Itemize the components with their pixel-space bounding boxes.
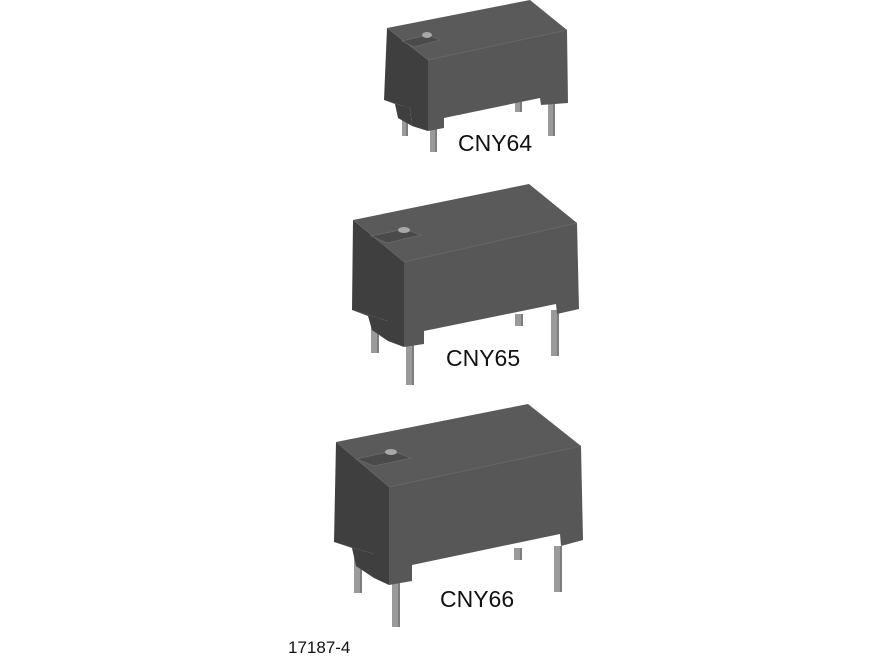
aperture-window-icon — [398, 227, 410, 233]
pin-shade — [553, 102, 555, 136]
package-label-cny66: CNY66 — [440, 586, 515, 612]
pin-4 — [554, 546, 562, 592]
pin-4 — [548, 102, 555, 136]
body-top-face — [336, 404, 581, 487]
pin-shade — [412, 340, 414, 385]
aperture-window-icon — [422, 32, 432, 38]
body-left-face — [334, 442, 389, 585]
body-top-face — [353, 184, 577, 262]
figure-id-label: 17187-4 — [288, 638, 351, 657]
pin-2 — [430, 125, 437, 152]
body-left-face — [352, 220, 404, 347]
aperture-slot — [369, 228, 423, 244]
pin-shade — [398, 582, 400, 627]
package-label-cny65: CNY65 — [446, 345, 521, 371]
standoff-left — [384, 100, 412, 126]
aperture-slot — [354, 450, 413, 467]
pin-1 — [371, 317, 379, 353]
pin-shade — [360, 557, 362, 593]
aperture-window-icon — [385, 449, 397, 455]
pin-shade — [560, 546, 562, 592]
pin-shade — [520, 548, 522, 560]
pin-1 — [354, 557, 362, 593]
body-front-face — [389, 446, 583, 585]
body-edge — [388, 445, 582, 488]
standoff-left — [352, 310, 388, 341]
body-edge — [427, 29, 568, 61]
body-top-face — [387, 0, 567, 60]
pin-3 — [514, 548, 522, 560]
pin-shade — [377, 317, 379, 353]
package-cny65 — [352, 184, 579, 385]
pin-4 — [551, 310, 559, 356]
body-front-face — [404, 223, 579, 347]
package-cny64 — [384, 0, 568, 152]
aperture-slot — [400, 34, 442, 48]
pin-shade — [521, 314, 523, 326]
pin-shade — [520, 102, 522, 112]
pin-shade — [435, 125, 437, 152]
body-front-face — [428, 30, 568, 131]
pin-2 — [406, 340, 414, 385]
pin-2 — [392, 582, 400, 627]
body-left-face — [384, 28, 428, 131]
pin-3 — [515, 102, 522, 112]
pin-3 — [515, 314, 523, 326]
body-edge — [403, 222, 578, 263]
package-cny66 — [334, 404, 583, 627]
package-label-cny64: CNY64 — [458, 130, 533, 156]
pin-shade — [557, 310, 559, 356]
